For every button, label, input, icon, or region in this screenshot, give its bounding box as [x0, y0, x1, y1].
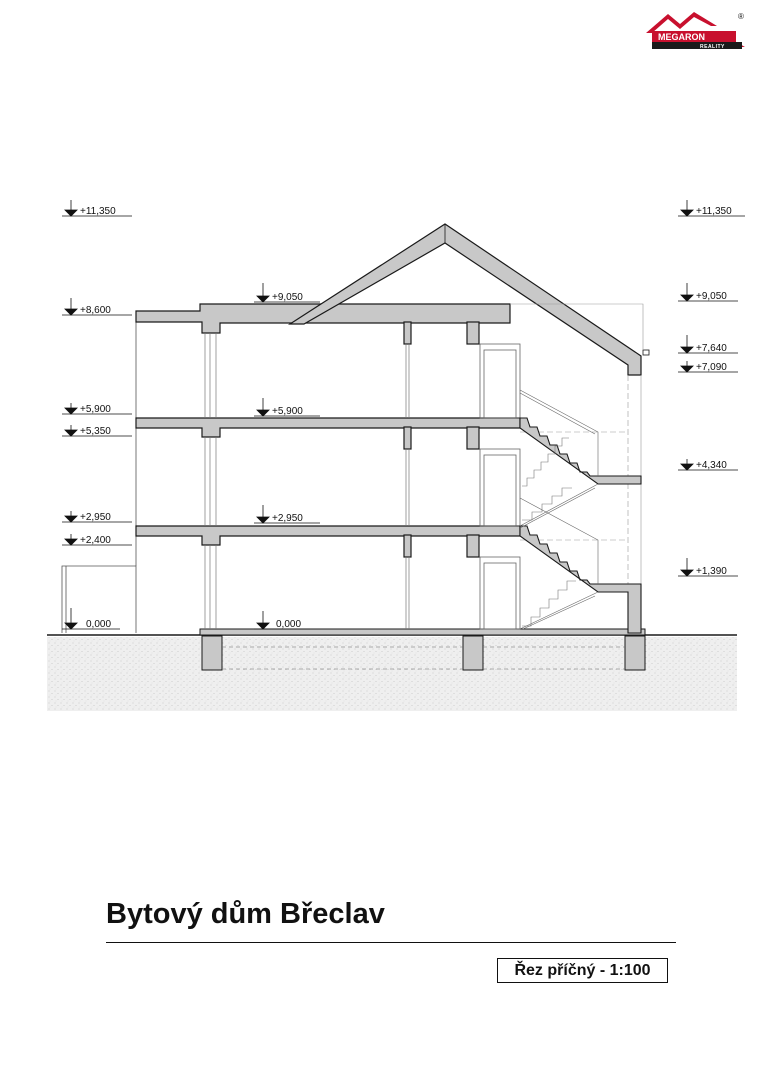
- ground-fill: [47, 637, 737, 711]
- level-label: +9,050: [696, 291, 727, 302]
- level-label: +11,350: [696, 206, 732, 217]
- level-marker: [254, 398, 320, 417]
- floor-slabs: [135, 303, 521, 546]
- level-label: +5,900: [272, 406, 303, 417]
- company-logo: MEGARON REALITY ®: [646, 12, 745, 50]
- level-label: +2,950: [80, 512, 111, 523]
- logo-roof-icon: [646, 12, 717, 33]
- level-marker: [254, 505, 320, 524]
- level-marker: [678, 335, 738, 354]
- drawing-title: Bytový dům Břeclav: [106, 898, 385, 930]
- level-marker: [678, 200, 745, 217]
- registered-mark: ®: [738, 12, 744, 21]
- level-label: +2,400: [80, 535, 111, 546]
- level-marker: [62, 200, 132, 217]
- drawing-subtitle: Řez příčný - 1:100: [514, 961, 651, 979]
- level-labels: +11,350 +8,600 +5,900 +5,350 +2,950 +2,4…: [80, 206, 732, 630]
- logo-banner: [652, 31, 736, 42]
- level-marker: [62, 534, 132, 546]
- level-markers: [62, 200, 745, 630]
- beams: [403, 321, 480, 558]
- level-marker: [62, 403, 132, 415]
- level-label: +1,390: [696, 566, 727, 577]
- roof: [287, 223, 650, 376]
- logo-text: MEGARON: [658, 32, 705, 42]
- level-marker: [62, 608, 120, 630]
- level-label: +5,900: [80, 404, 111, 415]
- foundations: [201, 635, 646, 671]
- level-label: +11,350: [80, 206, 116, 217]
- ground-slab: [199, 628, 646, 636]
- level-marker: [678, 361, 738, 373]
- level-marker: [254, 283, 320, 303]
- level-label: +2,950: [272, 513, 303, 524]
- title-underline: [106, 942, 676, 943]
- level-label: 0,000: [86, 619, 111, 630]
- level-marker: [678, 283, 738, 302]
- level-label: +8,600: [80, 305, 111, 316]
- level-label: +7,640: [696, 343, 727, 354]
- level-label: +7,090: [696, 362, 727, 373]
- level-marker: [62, 425, 132, 437]
- level-label: +4,340: [696, 460, 727, 471]
- subtitle-box: Řez příčný - 1:100: [497, 958, 668, 983]
- logo-subtext: REALITY: [700, 44, 725, 50]
- slab-first: [135, 525, 521, 546]
- level-label: +9,050: [272, 292, 303, 303]
- right-wall: [520, 375, 642, 633]
- level-marker: [62, 298, 132, 316]
- level-marker: [678, 558, 738, 577]
- walls: [204, 333, 410, 629]
- slab-roof: [135, 303, 511, 334]
- level-label: +5,350: [80, 426, 111, 437]
- level-marker: [678, 459, 738, 471]
- slab-second: [135, 417, 521, 438]
- level-label: 0,000: [276, 619, 301, 630]
- doors: [479, 343, 521, 630]
- level-marker: [254, 611, 310, 630]
- level-marker: [62, 511, 132, 523]
- staircase: [519, 389, 642, 634]
- left-outline: [61, 322, 137, 633]
